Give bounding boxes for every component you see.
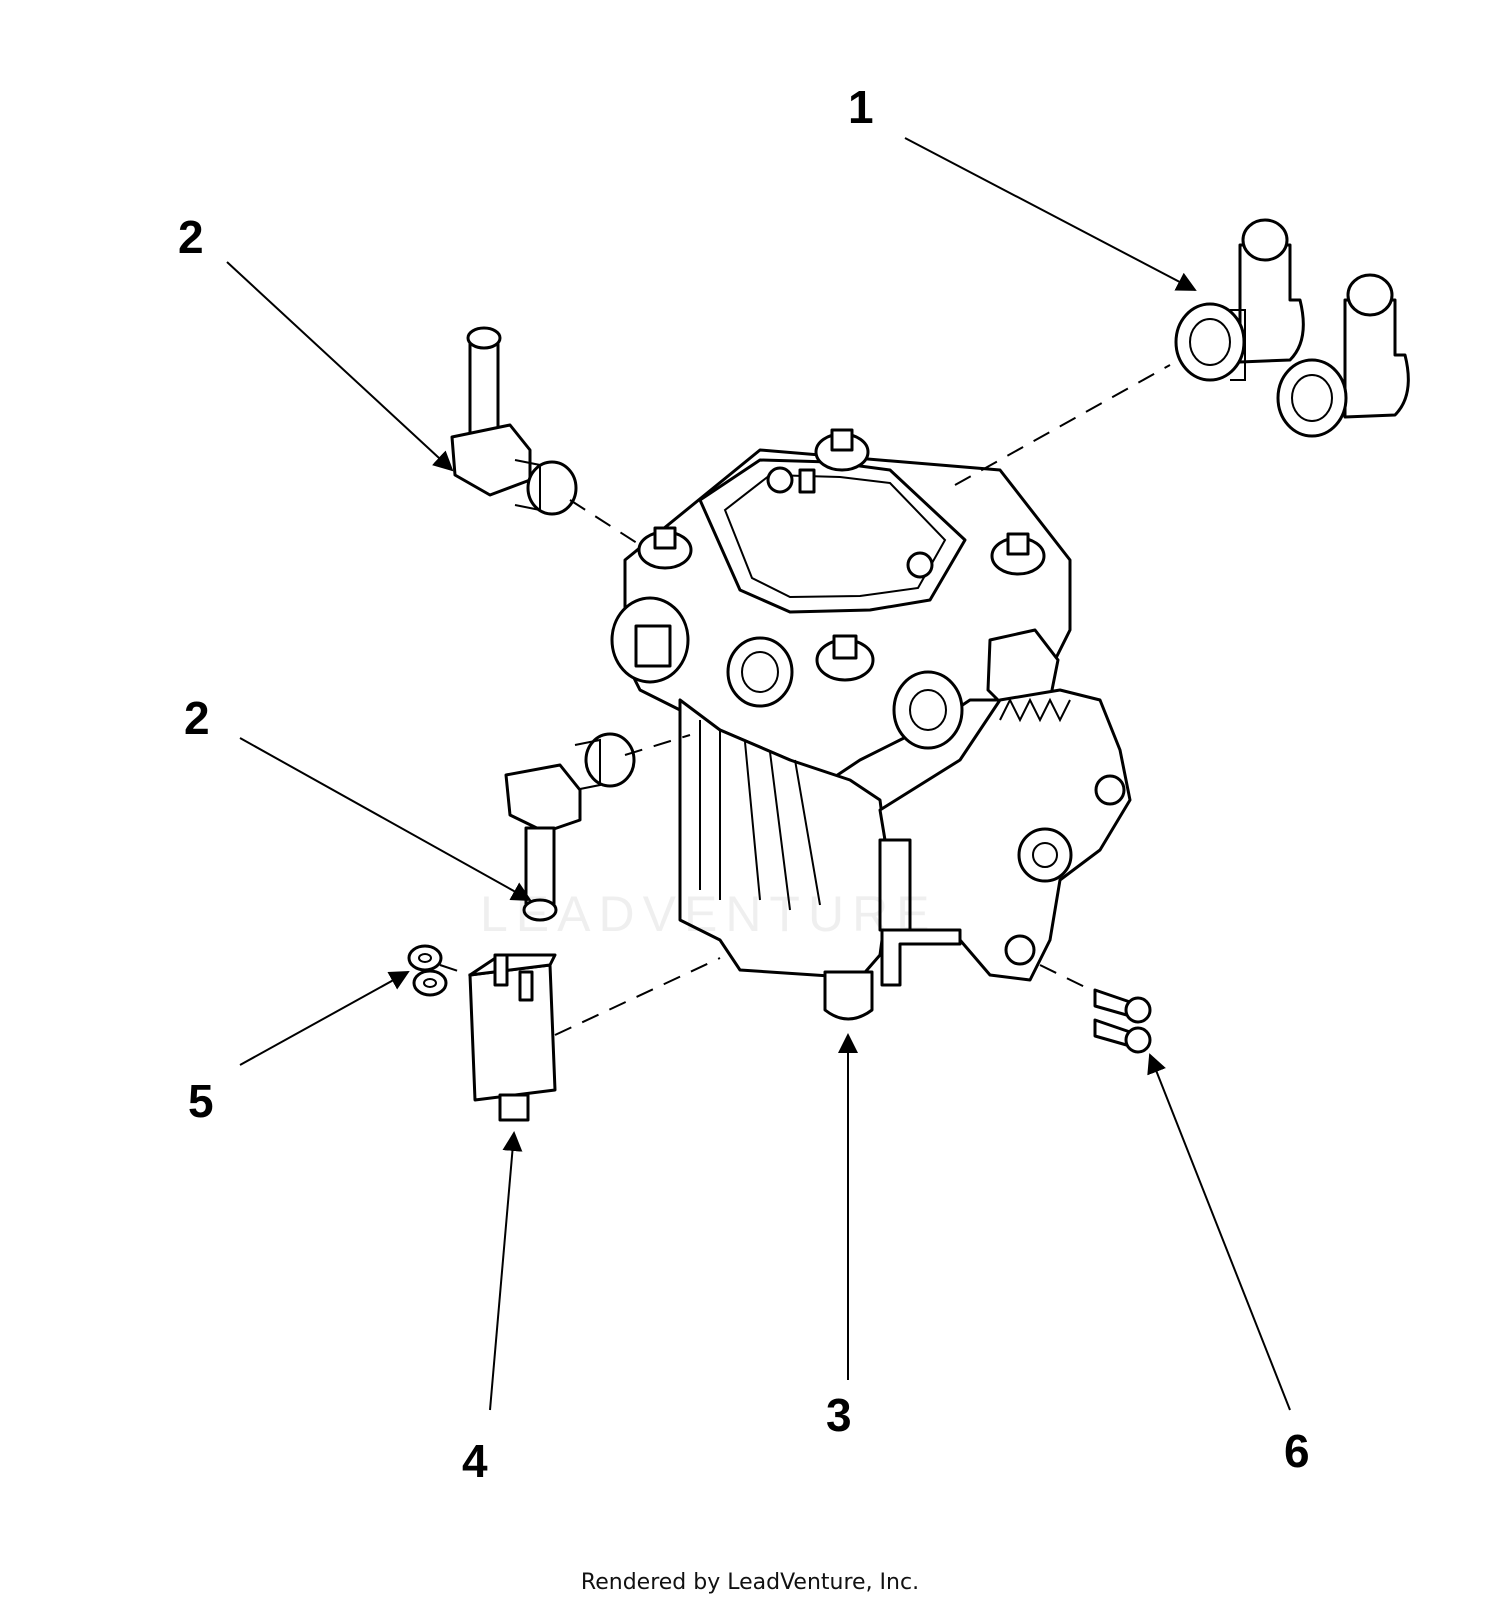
leader-2-bottom xyxy=(239,737,532,901)
callout-6: 6 xyxy=(1284,1425,1310,1477)
top-bolts xyxy=(637,428,1046,682)
assembly-line-2 xyxy=(569,499,641,546)
callout-2-bottom: 2 xyxy=(184,692,210,744)
switch xyxy=(468,953,557,1122)
screws xyxy=(1093,988,1152,1054)
assembly-line-4 xyxy=(554,957,721,1036)
leader-4 xyxy=(489,1131,523,1411)
elbow-fittings xyxy=(1174,218,1410,438)
leader-1 xyxy=(904,137,1197,291)
callout-1: 1 xyxy=(848,81,874,133)
leader-6 xyxy=(1147,1053,1291,1411)
leader-2-top xyxy=(226,261,454,472)
callout-2-top: 2 xyxy=(178,211,204,263)
callout-3: 3 xyxy=(826,1389,852,1441)
assembly-line-6 xyxy=(439,964,471,976)
pump-body xyxy=(610,428,1132,1021)
callout-5: 5 xyxy=(188,1075,214,1127)
leader-5 xyxy=(239,971,410,1066)
assembly-line-1 xyxy=(954,364,1171,486)
assembly-line-5 xyxy=(1039,964,1096,993)
nuts xyxy=(407,944,448,997)
footer-credit: Rendered by LeadVenture, Inc. xyxy=(580,1570,920,1595)
nozzle-top xyxy=(450,326,578,516)
callout-4: 4 xyxy=(462,1435,488,1487)
watermark: LEADVENTURE xyxy=(480,886,938,942)
assembly-line-3 xyxy=(624,734,691,756)
nozzle-bottom xyxy=(504,732,636,922)
